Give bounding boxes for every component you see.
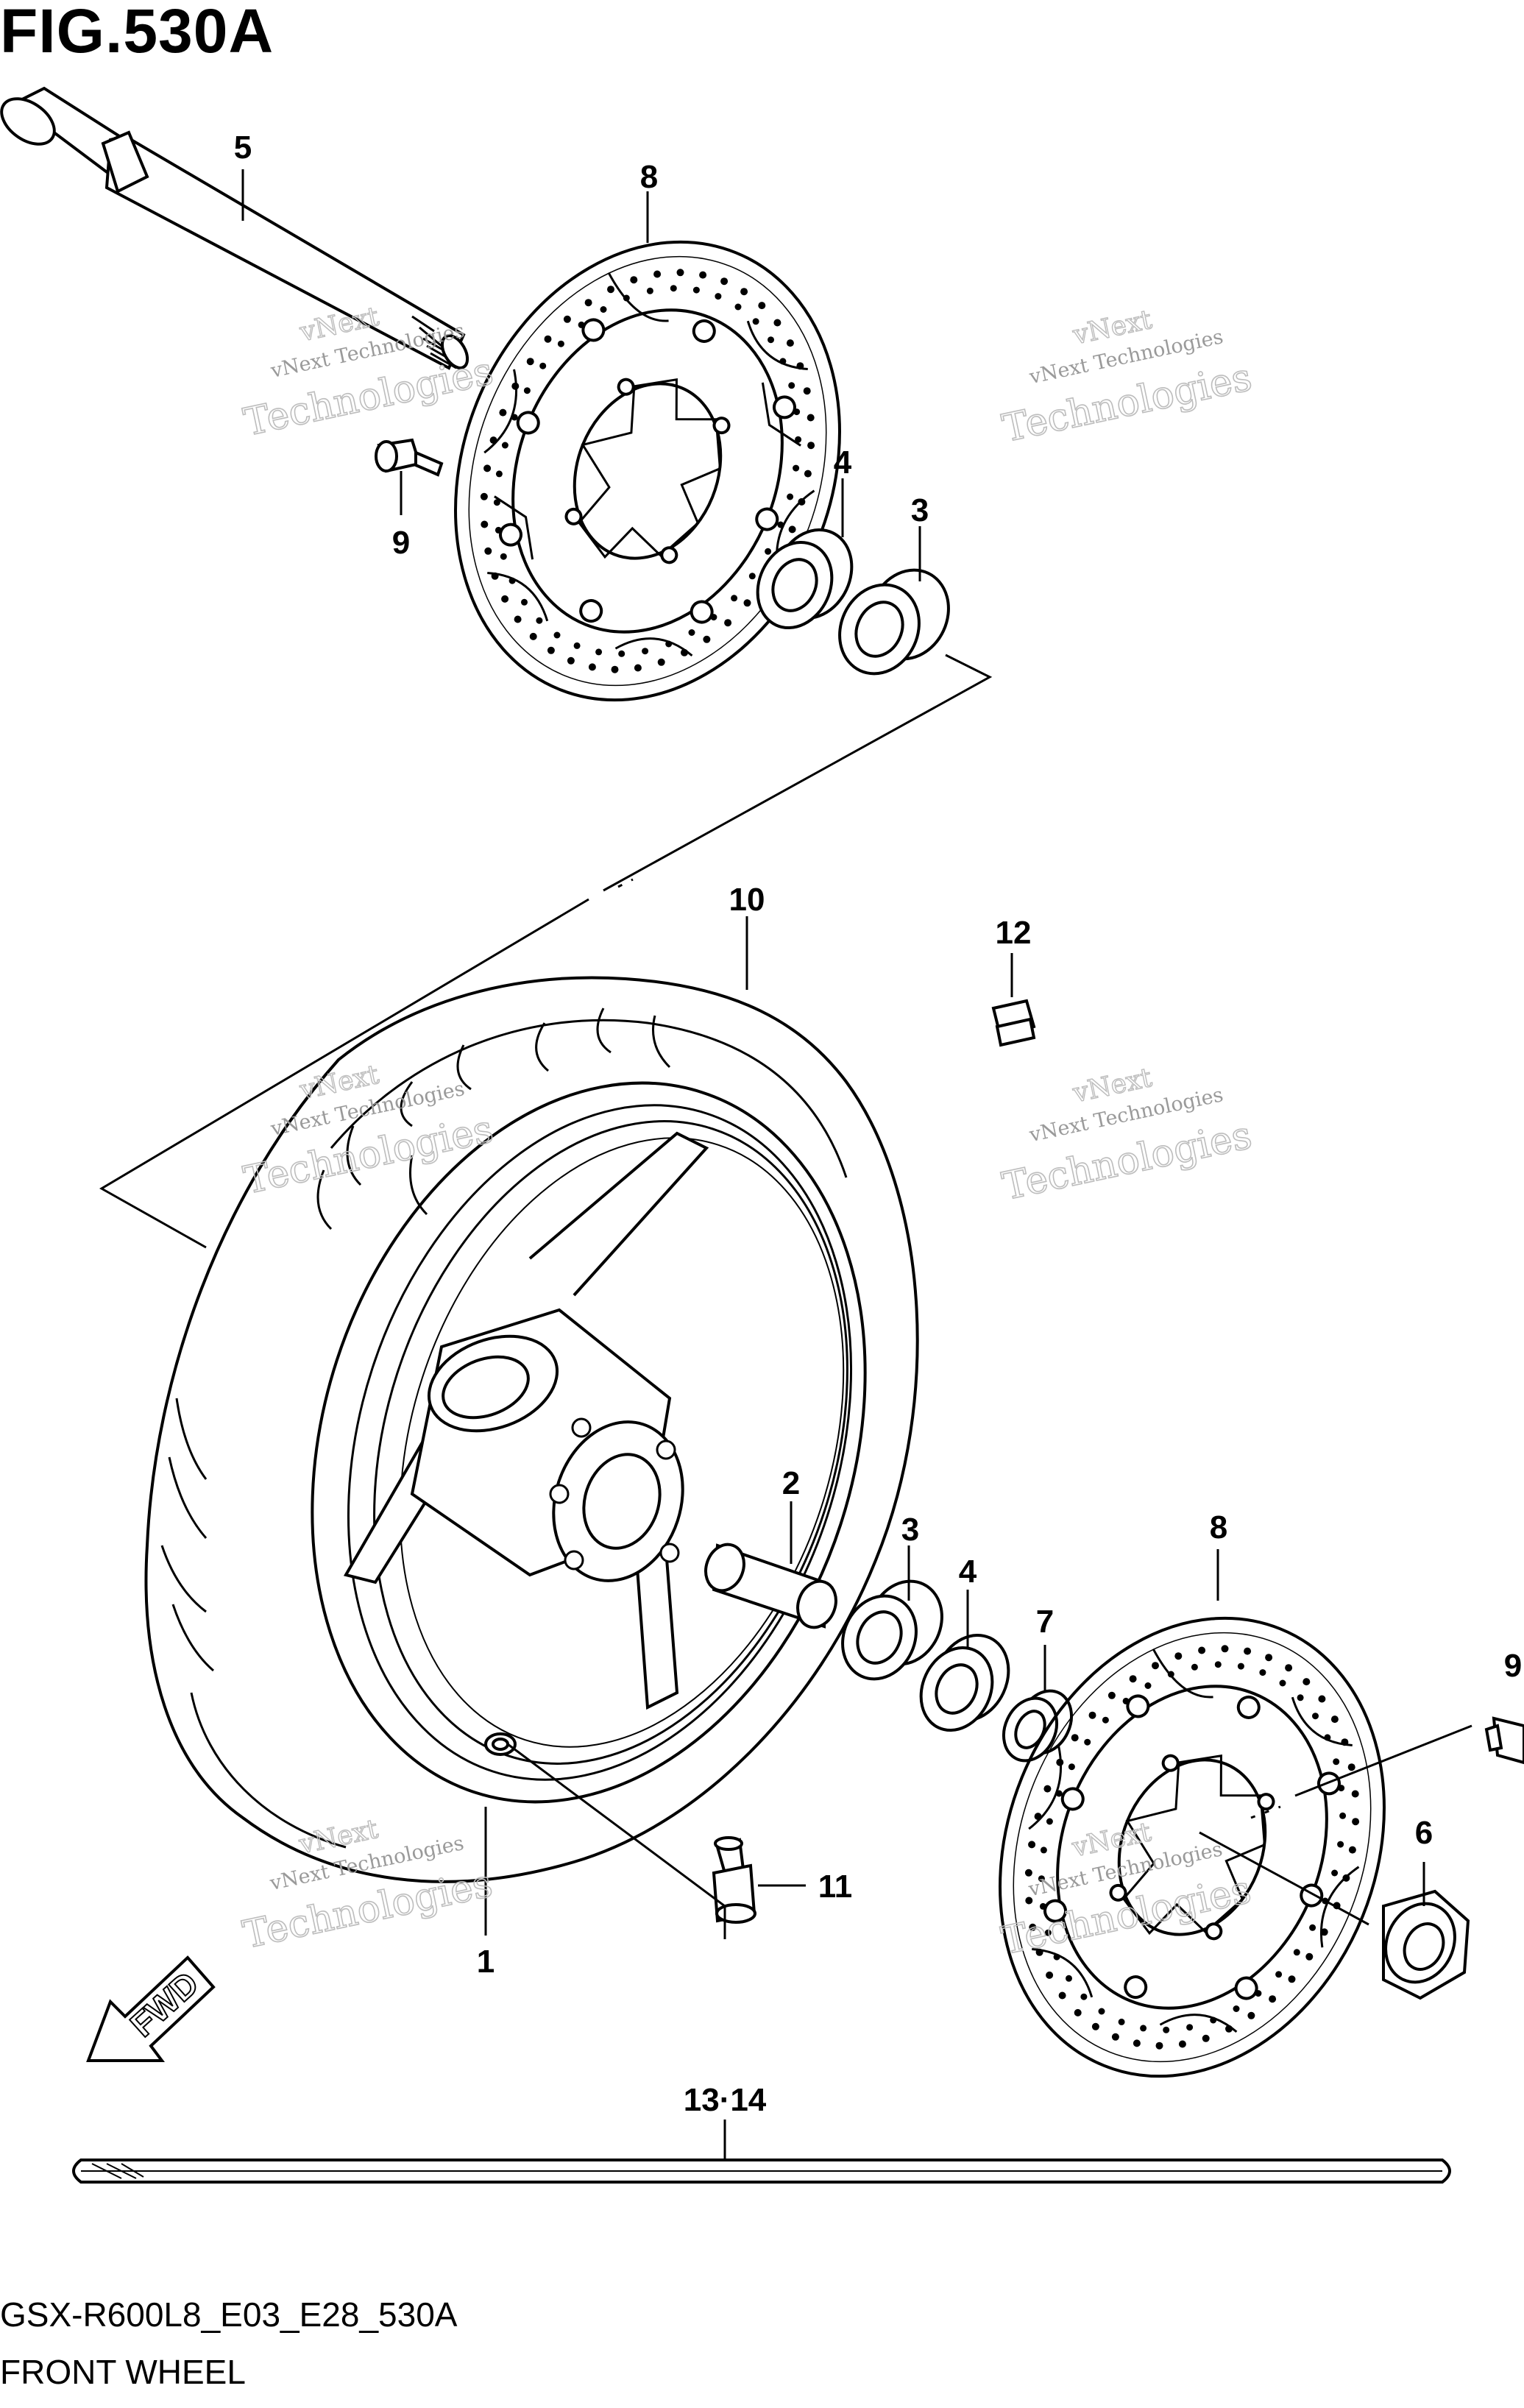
section-name: FRONT WHEEL <box>0 2353 246 2391</box>
callout-8-top: 8 <box>640 159 658 195</box>
oil-seal-part-4-bottom <box>919 1633 1010 1732</box>
disc-holes-bottom <box>1024 1645 1360 2050</box>
callout-10: 10 <box>729 882 765 918</box>
wheel-rim-part-1 <box>311 1081 867 1804</box>
callout-5: 5 <box>234 130 252 166</box>
callout-4-bottom: 4 <box>959 1554 977 1590</box>
watermark-bottom-left: vNext vNext Technologies Technologies <box>238 1813 497 1958</box>
brake-disc-part-8-bottom <box>932 1558 1453 2136</box>
watermark-top-right: vNext vNext Technologies Technologies <box>998 304 1256 452</box>
fwd-arrow-icon: FWD <box>86 1955 216 2062</box>
model-code: GSX-R600L8_E03_E28_530A <box>0 2295 458 2334</box>
callout-13-14: 13·14 <box>684 2082 767 2118</box>
bearing-part-3-top <box>838 568 950 676</box>
callout-9-top: 9 <box>392 525 410 561</box>
tire-valve-part-11 <box>712 1836 756 1924</box>
rim-strip-part-13-14 <box>72 2159 1451 2184</box>
axle-part-5 <box>0 86 469 370</box>
bolt-part-9-top <box>375 438 444 477</box>
explode-box-bottom <box>507 1724 1472 1939</box>
spacer-part-7 <box>1002 1689 1073 1763</box>
watermark-top-left: vNext vNext Technologies Technologies <box>239 301 497 445</box>
watermark-mid-left: vNext vNext Technologies Technologies <box>239 1059 497 1203</box>
callout-3-bottom: 3 <box>901 1512 919 1548</box>
callout-9-bottom: 9 <box>1504 1648 1522 1684</box>
oil-seal-part-4-top <box>756 528 854 630</box>
callout-6: 6 <box>1415 1815 1433 1851</box>
spacer-part-2 <box>704 1543 837 1629</box>
disc-holes-top <box>480 269 815 673</box>
callout-11: 11 <box>818 1869 853 1905</box>
callout-1: 1 <box>477 1944 495 1980</box>
figure-title: FIG.530A <box>0 0 274 65</box>
callout-4-top: 4 <box>834 445 852 481</box>
leader-lines <box>241 169 1425 2160</box>
callout-3-top: 3 <box>911 492 929 528</box>
front-tire-part-10 <box>144 976 919 1883</box>
callout-2: 2 <box>782 1465 800 1501</box>
callout-12: 12 <box>996 915 1032 951</box>
callout-8-bottom: 8 <box>1210 1509 1227 1545</box>
bearing-part-3-bottom <box>841 1579 943 1681</box>
balance-weight-part-12 <box>991 999 1036 1047</box>
watermark-mid-right: vNext vNext Technologies Technologies <box>998 1062 1256 1210</box>
brake-disc-part-8-top <box>387 182 908 760</box>
bolt-part-9-bottom <box>1484 1716 1524 1765</box>
axle-nut-part-6 <box>1382 1889 1470 2000</box>
explode-box-top <box>99 654 993 1249</box>
callout-7: 7 <box>1036 1604 1054 1640</box>
